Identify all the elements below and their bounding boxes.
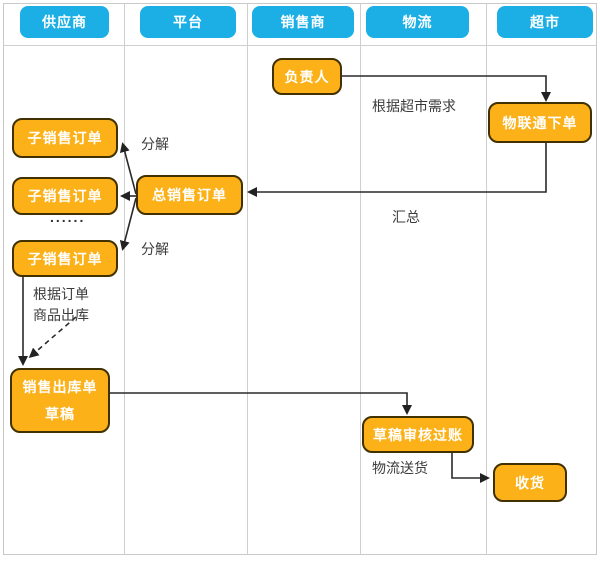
diagram-frame — [3, 3, 597, 555]
lane-header-supermarket: 超市 — [497, 6, 593, 38]
node-label: 子销售订单 — [27, 250, 103, 267]
node-label: 草稿审核过账 — [373, 426, 463, 443]
lane-divider — [360, 3, 361, 555]
lane-header-label: 供应商 — [42, 14, 87, 30]
label-decompose-top: 分解 — [141, 136, 169, 152]
node-label: 收货 — [515, 474, 545, 491]
node-sales-outbound-draft: 销售出库单 草稿 — [10, 368, 110, 433]
node-label: 子销售订单 — [27, 130, 103, 146]
node-draft-review-posting: 草稿审核过账 — [362, 416, 474, 453]
label-summarize: 汇总 — [392, 209, 420, 225]
header-divider — [3, 45, 597, 46]
lane-header-label: 销售商 — [280, 14, 326, 30]
lane-header-platform: 平台 — [140, 6, 236, 38]
label-ellipsis: ...... — [50, 209, 86, 225]
node-label: 子销售订单 — [27, 188, 103, 204]
lane-divider — [124, 3, 125, 555]
lane-divider — [486, 3, 487, 555]
lane-divider — [247, 3, 248, 555]
node-sub-sales-order-1: 子销售订单 — [12, 118, 118, 158]
lane-header-seller: 销售商 — [252, 6, 354, 38]
lane-header-supplier: 供应商 — [20, 6, 109, 38]
label-per-order: 根据订单 — [33, 286, 89, 302]
node-total-sales-order: 总销售订单 — [136, 175, 243, 215]
label-logistics-delivery: 物流送货 — [372, 460, 428, 476]
label-per-supermarket-demand: 根据超市需求 — [372, 98, 456, 114]
label-goods-outbound: 商品出库 — [33, 307, 89, 323]
lane-header-label: 物流 — [402, 14, 433, 30]
lane-header-logistics: 物流 — [366, 6, 469, 38]
lane-header-label: 超市 — [530, 14, 560, 30]
lane-header-label: 平台 — [173, 14, 203, 30]
label-decompose-bottom: 分解 — [141, 241, 169, 257]
node-label-line2: 草稿 — [45, 406, 75, 422]
node-label-line1: 销售出库单 — [22, 379, 98, 395]
node-person-in-charge: 负责人 — [272, 58, 342, 95]
node-receive-goods: 收货 — [493, 463, 567, 502]
node-sub-sales-order-2: 子销售订单 — [12, 177, 118, 215]
node-label: 物联通下单 — [502, 114, 578, 131]
node-sub-sales-order-3: 子销售订单 — [12, 240, 118, 277]
node-label: 总销售订单 — [152, 187, 227, 203]
node-label: 负责人 — [284, 68, 330, 85]
node-iot-order: 物联通下单 — [488, 102, 592, 143]
